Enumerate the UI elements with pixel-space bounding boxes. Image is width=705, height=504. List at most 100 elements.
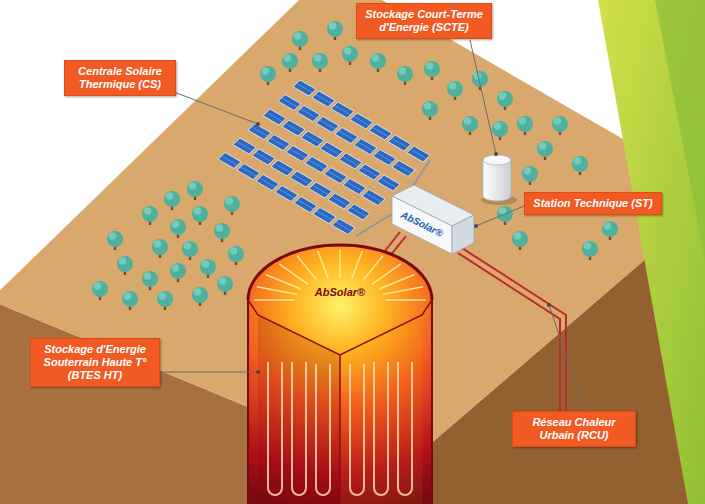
tree — [152, 239, 168, 258]
btes-cutaway — [248, 245, 432, 504]
leader-lines — [159, 40, 585, 411]
tree — [397, 66, 413, 85]
container-side — [452, 215, 474, 254]
heat-pipe — [384, 232, 400, 252]
label-box: Réseau Chaleur Urbain (RCU) — [512, 411, 636, 447]
radial-pipe — [384, 287, 424, 295]
borehole-pipe — [374, 362, 388, 495]
tree — [282, 53, 298, 72]
borehole-pipe — [316, 364, 330, 495]
btes-inner-wall — [258, 315, 340, 504]
borehole-pipe — [292, 362, 306, 495]
heat-pipe — [462, 248, 566, 420]
tree — [142, 206, 158, 225]
tree — [170, 263, 186, 282]
tree — [117, 256, 133, 275]
storage-tank — [483, 160, 511, 201]
tree — [142, 271, 158, 290]
leader-line — [174, 92, 258, 124]
tree — [462, 116, 478, 135]
label-text: Stockage d'Energie Souterrain Haute T° (… — [37, 343, 153, 382]
tree — [182, 241, 198, 260]
heat-pipe — [458, 253, 560, 420]
tree — [472, 71, 488, 90]
leader-dot — [256, 122, 260, 126]
leader-dot — [474, 224, 478, 228]
borehole-pipe — [398, 362, 412, 495]
tree — [327, 21, 343, 40]
btes-rim — [248, 245, 432, 300]
tree — [517, 116, 533, 135]
tree — [572, 156, 588, 175]
tree — [122, 291, 138, 310]
tree — [492, 121, 508, 140]
btes-cut-edge — [248, 300, 432, 504]
leader-line — [470, 40, 496, 154]
leader-line — [159, 372, 258, 373]
btes-radial-pipes — [254, 249, 426, 300]
tree — [187, 181, 203, 200]
tree — [422, 101, 438, 120]
leader-line — [476, 206, 524, 226]
radial-pipe — [379, 275, 415, 290]
tree — [107, 231, 123, 250]
radial-pipe — [257, 287, 297, 295]
decor-band — [655, 0, 705, 260]
tree — [342, 46, 358, 65]
tree — [192, 206, 208, 225]
label-box: Station Technique (ST) — [524, 192, 662, 215]
tree — [497, 206, 513, 225]
label-text: Réseau Chaleur Urbain (RCU) — [519, 416, 629, 442]
leader-dots — [256, 122, 551, 374]
btes-inner-wall — [340, 315, 422, 504]
tree — [552, 116, 568, 135]
brand-label: AbSolar® — [315, 286, 365, 298]
solar-panel-row — [218, 153, 355, 235]
label-text: Centrale Solaire Thermique (CS) — [71, 65, 169, 91]
borehole-pipe — [268, 362, 282, 495]
borehole-pipe — [350, 364, 364, 495]
tree — [224, 196, 240, 215]
tree — [164, 191, 180, 210]
tree — [292, 31, 308, 50]
label-box: Centrale Solaire Thermique (CS) — [64, 60, 176, 96]
tree — [497, 91, 513, 110]
radial-pipe — [339, 249, 340, 278]
storage-tank-top — [483, 155, 511, 165]
btes-wall-edge — [248, 300, 432, 504]
label-box: Stockage d'Energie Souterrain Haute T° (… — [30, 338, 160, 387]
leader-dot — [256, 370, 260, 374]
tree — [537, 141, 553, 160]
label-text: Stockage Court-Terme d'Energie (SCTE) — [363, 8, 485, 34]
tree — [582, 241, 598, 260]
tree — [228, 246, 244, 265]
radial-pipe — [266, 275, 302, 290]
tree — [312, 53, 328, 72]
label-text: Station Technique (ST) — [531, 197, 655, 210]
tree — [92, 281, 108, 300]
tree — [214, 223, 230, 242]
tree — [447, 81, 463, 100]
radial-pipe — [279, 264, 308, 285]
tree — [200, 259, 216, 278]
tree — [522, 166, 538, 185]
radial-pipe — [352, 251, 363, 279]
heat-pipe — [390, 236, 406, 256]
tree — [217, 276, 233, 295]
radial-pipe — [385, 299, 426, 300]
radial-pipe — [297, 256, 318, 281]
tree — [170, 219, 186, 238]
radial-pipe — [363, 256, 384, 281]
leader-dot — [547, 303, 551, 307]
solar-pipe — [356, 214, 392, 236]
leader-line — [549, 305, 585, 411]
container-front — [392, 196, 452, 254]
tree — [602, 221, 618, 240]
leader-dot — [494, 152, 498, 156]
tree — [512, 231, 528, 250]
tree — [260, 66, 276, 85]
radial-pipe — [318, 251, 329, 279]
tree — [192, 287, 208, 306]
label-box: Stockage Court-Terme d'Energie (SCTE) — [356, 3, 492, 39]
